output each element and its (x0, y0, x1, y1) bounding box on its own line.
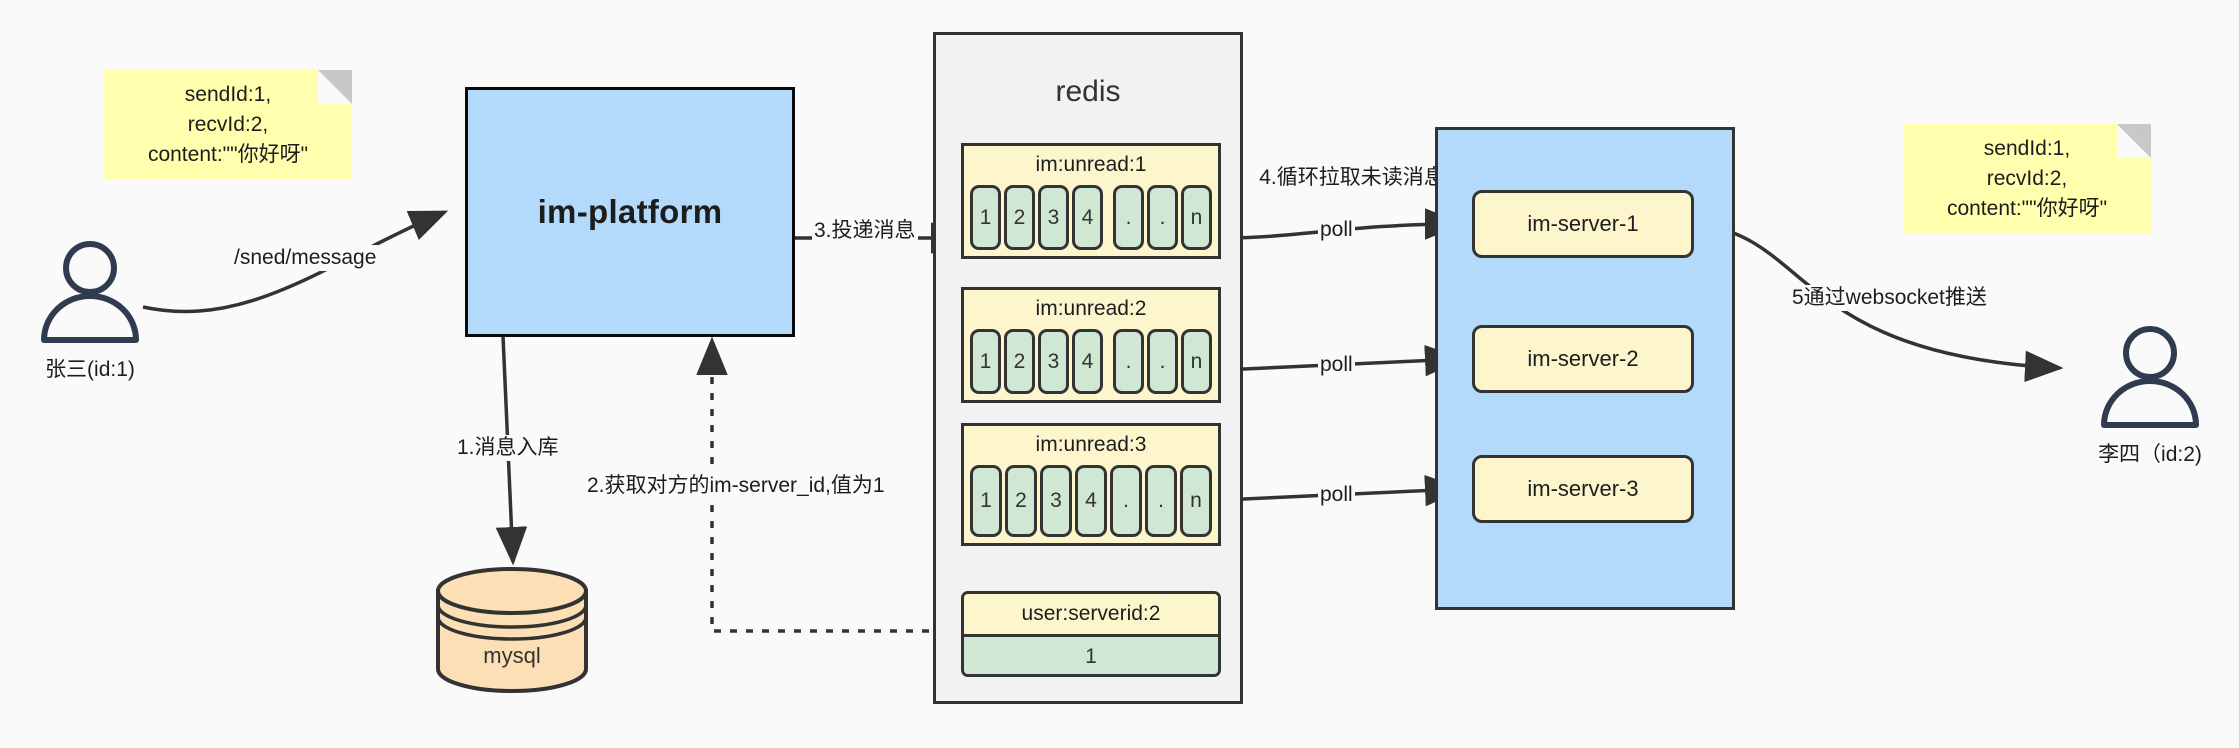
redis-cell: 2 (1005, 465, 1037, 537)
edge-label-send-message: /sned/message (232, 245, 379, 271)
edge-label-step5: 5通过websocket推送 (1790, 285, 1989, 311)
im-server-2-label: im-server-2 (1527, 346, 1639, 371)
redis-keygroup-3-title: im:unread:3 (1035, 433, 1147, 456)
redis-cell: 4 (1075, 465, 1107, 537)
person-icon (2101, 326, 2199, 428)
mysql-label: mysql (483, 643, 541, 668)
edge-label-poll-1: poll (1318, 217, 1355, 243)
redis-keygroup-im-unread-3[interactable]: im:unread:3 1 2 3 4 . . n (961, 423, 1221, 546)
note-right-message-payload: sendId:1, recvId:2, content:""你好呀" (1903, 124, 2151, 234)
redis-cell: 3 (1038, 185, 1069, 250)
redis-keygroup-im-unread-1[interactable]: im:unread:1 1 2 3 4 . . n (961, 143, 1221, 259)
edge-label-step1: 1.消息入库 (455, 435, 561, 461)
redis-keygroup-1-title: im:unread:1 (1035, 153, 1147, 176)
note-left-message-payload: sendId:1, recvId:2, content:""你好呀" (104, 70, 352, 180)
redis-cell: 4 (1072, 329, 1103, 394)
redis-cell: . (1147, 185, 1178, 250)
im-server-2-node[interactable]: im-server-2 (1472, 325, 1694, 393)
mysql-database[interactable]: mysql (432, 565, 592, 700)
redis-cell: . (1145, 465, 1177, 537)
actor-sender: 张三(id:1) (25, 240, 155, 383)
actor-sender-label: 张三(id:1) (45, 358, 135, 381)
im-platform-label: im-platform (537, 193, 723, 230)
redis-keygroup-2-cells: 1 2 3 4 . . n (970, 329, 1212, 394)
redis-kv-value: 1 (964, 634, 1218, 674)
im-platform-box[interactable]: im-platform (465, 87, 795, 337)
database-cylinder-icon (436, 567, 588, 693)
redis-cell: 4 (1072, 185, 1103, 250)
im-server-3-node[interactable]: im-server-3 (1472, 455, 1694, 523)
note-left-line-2: recvId:2, (187, 113, 269, 137)
redis-title: redis (1055, 75, 1121, 108)
note-left-line-3: content:""你好呀" (147, 142, 309, 166)
edge-label-poll-3: poll (1318, 482, 1355, 508)
redis-keygroup-im-unread-2[interactable]: im:unread:2 1 2 3 4 . . n (961, 287, 1221, 403)
redis-kv-key: user:serverid:2 (964, 594, 1218, 634)
redis-cell: 1 (970, 465, 1002, 537)
redis-keygroup-2-title: im:unread:2 (1035, 297, 1147, 320)
redis-cell: n (1181, 185, 1212, 250)
person-icon (41, 241, 139, 343)
redis-cell: . (1110, 465, 1142, 537)
redis-cell: 3 (1040, 465, 1072, 537)
redis-cell: 1 (970, 329, 1001, 394)
redis-cell: n (1180, 465, 1212, 537)
redis-cell: 2 (1004, 329, 1035, 394)
actor-receiver: 李四（id:2) (2085, 325, 2215, 468)
edge-label-poll-2: poll (1318, 352, 1355, 378)
note-right-line-1: sendId:1, (1983, 137, 2071, 161)
redis-keygroup-3-cells: 1 2 3 4 . . n (970, 465, 1212, 537)
redis-cell: 2 (1004, 185, 1035, 250)
note-right-line-2: recvId:2, (1986, 167, 2068, 191)
im-server-3-label: im-server-3 (1527, 476, 1639, 501)
redis-cell: 1 (970, 185, 1001, 250)
redis-cell: n (1181, 329, 1212, 394)
redis-kv-user-serverid[interactable]: user:serverid:2 1 (961, 591, 1221, 677)
redis-keygroup-1-cells: 1 2 3 4 . . n (970, 185, 1212, 250)
redis-cell: . (1147, 329, 1178, 394)
note-fold-icon (2117, 124, 2151, 158)
edge-label-step3: 3.投递消息 (812, 218, 918, 244)
note-left-line-1: sendId:1, (184, 83, 272, 107)
im-server-1-node[interactable]: im-server-1 (1472, 190, 1694, 258)
actor-receiver-label: 李四（id:2) (2098, 443, 2202, 466)
redis-cell: . (1113, 329, 1144, 394)
note-fold-icon (318, 70, 352, 104)
edge-label-step2: 2.获取对方的im-server_id,值为1 (585, 473, 887, 499)
edge-label-step4: 4.循环拉取未读消息 (1255, 165, 1449, 191)
note-right-line-3: content:""你好呀" (1946, 196, 2108, 220)
redis-cell: 3 (1038, 329, 1069, 394)
redis-cell: . (1113, 185, 1144, 250)
im-server-1-label: im-server-1 (1527, 211, 1639, 236)
